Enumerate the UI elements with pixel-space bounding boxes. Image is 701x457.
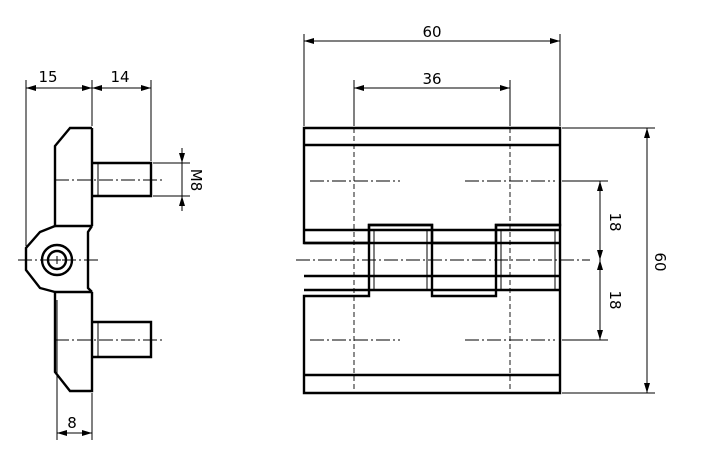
dim-label-36: 36 xyxy=(422,70,441,88)
dim-label-14: 14 xyxy=(110,68,129,86)
dim-label-m8: M8 xyxy=(187,169,205,192)
front-lower-leaf xyxy=(302,223,562,395)
side-knuckle-outline xyxy=(24,224,93,294)
side-stud-upper xyxy=(92,161,153,198)
dim-label-18-lower: 18 xyxy=(606,290,624,309)
front-view: 60 36 18 18 60 xyxy=(296,23,669,395)
side-stud-lower xyxy=(92,320,153,359)
dim-label-60-v: 60 xyxy=(651,252,669,271)
dim-label-15: 15 xyxy=(38,68,57,86)
side-view: 15 14 M8 8 xyxy=(18,68,205,440)
dim-label-8: 8 xyxy=(67,414,77,432)
dim-label-60-h: 60 xyxy=(422,23,441,41)
dim-label-18-upper: 18 xyxy=(606,212,624,231)
